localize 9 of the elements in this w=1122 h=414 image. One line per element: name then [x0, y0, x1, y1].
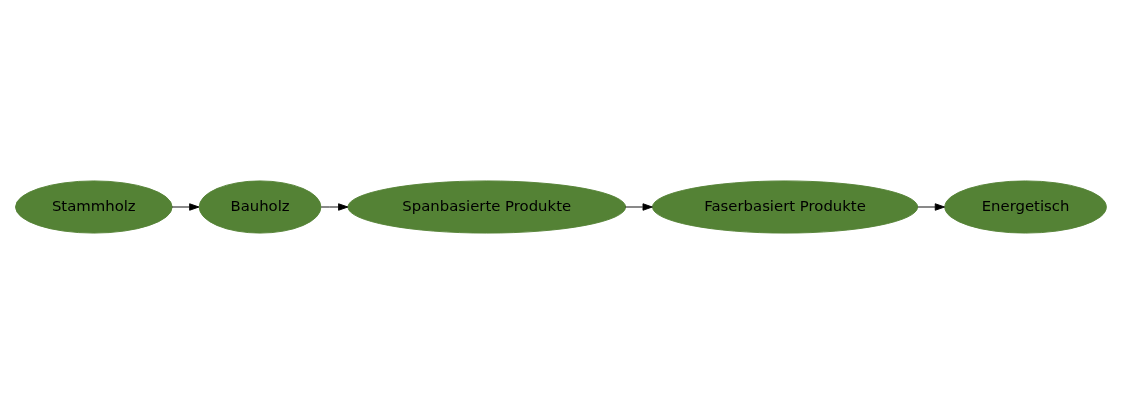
node-ellipse: Energetisch	[944, 180, 1107, 234]
node-ellipse: Spanbasierte Produkte	[347, 180, 627, 234]
arrow	[171, 203, 200, 211]
arrow	[320, 203, 349, 211]
node-ellipse: Faserbasiert Produkte	[652, 180, 919, 234]
arrow	[917, 203, 945, 211]
node-ellipse: Stammholz	[15, 180, 173, 234]
node-ellipse: Bauholz	[198, 180, 322, 234]
arrow	[625, 203, 653, 211]
